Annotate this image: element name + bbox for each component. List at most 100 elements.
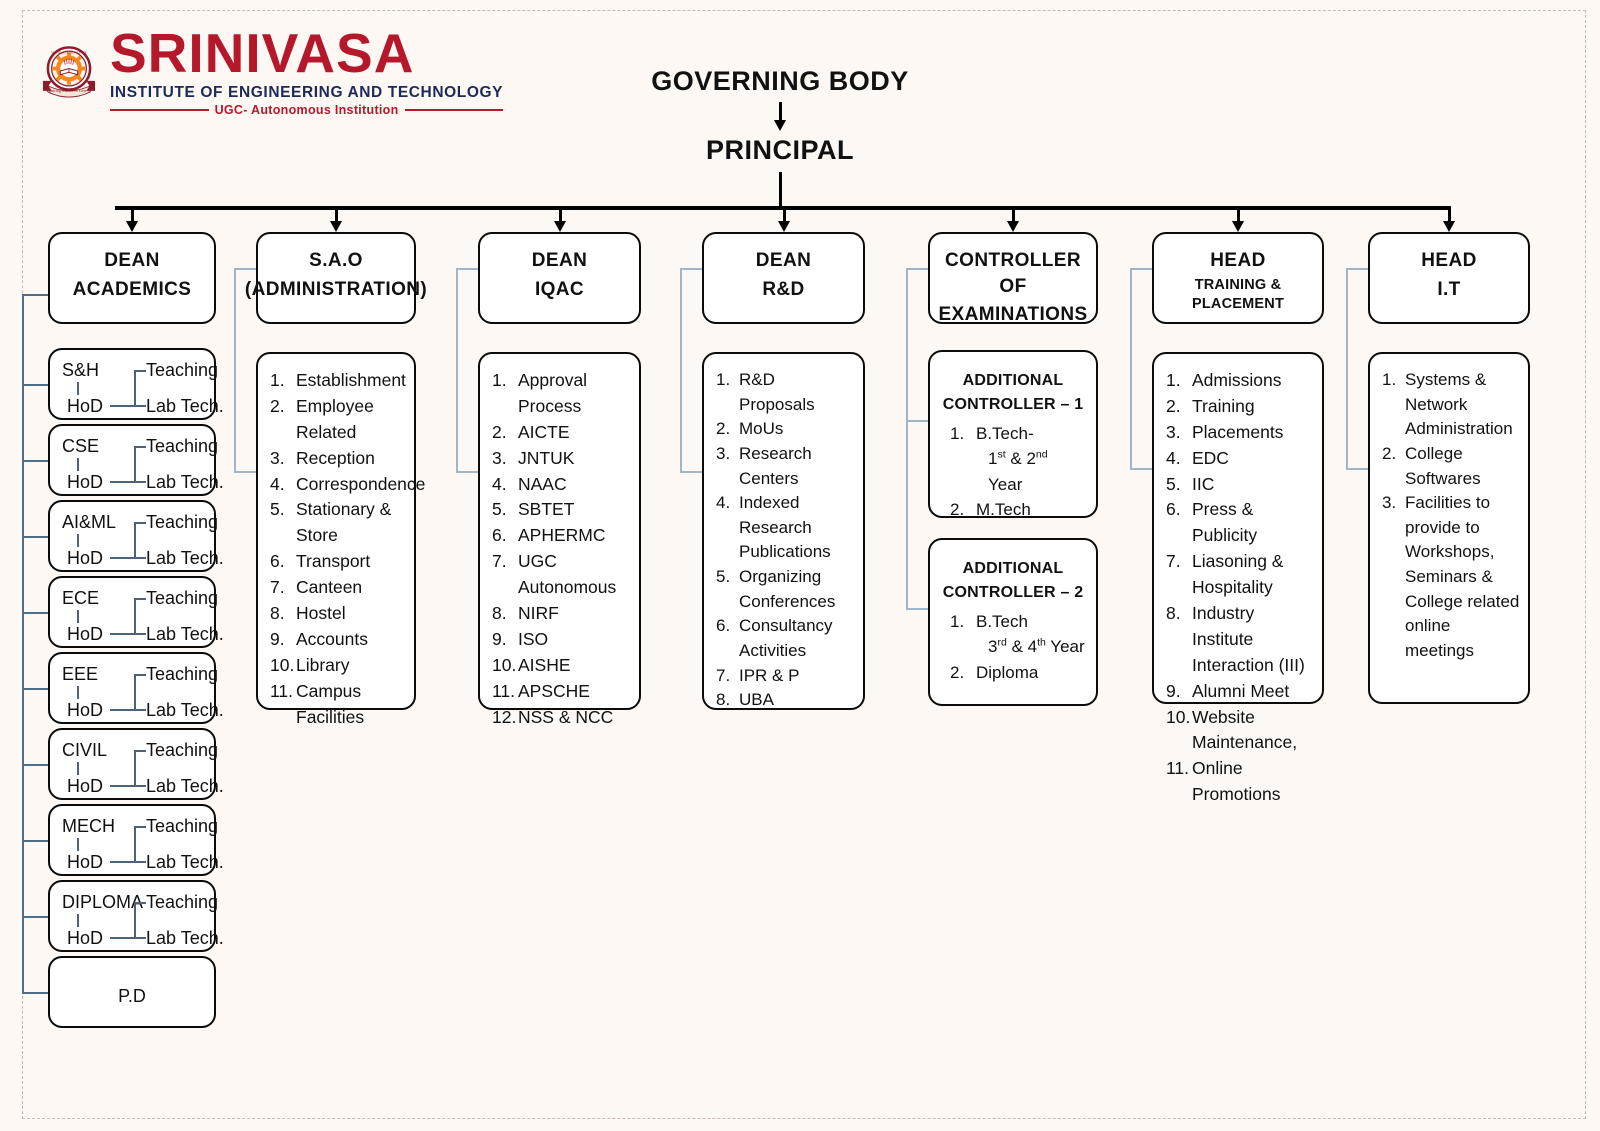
dean-academics-branch-5 xyxy=(22,764,48,766)
list-item-number: 7. xyxy=(1166,551,1181,572)
list-item-number: 8. xyxy=(716,690,731,710)
list-item-label: UBA xyxy=(739,690,774,710)
connector-principal-bus xyxy=(779,172,782,209)
department-lab-7: Lab Tech. xyxy=(146,928,224,948)
dept-line-branch-v-0 xyxy=(134,370,136,406)
dept-line-hod-h-3 xyxy=(110,633,142,635)
list-item-label: M.Tech xyxy=(976,499,1031,519)
department-box-pd[interactable]: P.D xyxy=(48,956,216,1028)
department-hod-5: HoD xyxy=(67,776,104,796)
list-item-number: 6. xyxy=(1166,499,1181,520)
dept-line-hod-h-5 xyxy=(110,785,142,787)
bus-drop-2 xyxy=(558,206,562,224)
list-item-number: 1. xyxy=(950,424,965,444)
ordinal-suffix: st xyxy=(997,448,1006,461)
controller-item-row: 1. B.Tech xyxy=(940,609,1086,634)
list-item: 6.Consultancy Activities xyxy=(716,614,855,663)
department-teaching-7: Teaching xyxy=(146,892,219,912)
list-item-number: 1. xyxy=(950,612,965,632)
list-item-label: B.Tech xyxy=(976,612,1028,632)
list-item: 11.APSCHE xyxy=(492,679,631,705)
list-item-label: Consultancy Activities xyxy=(739,616,833,661)
dept-line-hod-h-7 xyxy=(110,937,142,939)
department-hod-4: HoD xyxy=(67,700,104,720)
principal-title: PRINCIPAL xyxy=(705,135,854,165)
list-item-label: Campus Facilities xyxy=(296,680,365,727)
dept-line-branch-v-3 xyxy=(134,598,136,634)
list-item-number: 5. xyxy=(716,567,731,587)
list-item: 1.R&D Proposals xyxy=(716,368,855,417)
department-name-5: CIVIL xyxy=(62,740,108,760)
bus-drop-6 xyxy=(1448,206,1451,224)
controller-title2-1: CONTROLLER – 1 xyxy=(942,395,1084,413)
list-item: 2.MoUs xyxy=(716,417,855,442)
list-item-label: Transport xyxy=(296,551,371,572)
list-item: 4.EDC xyxy=(1166,446,1314,472)
list-item-number: 11. xyxy=(270,680,294,701)
header-line1-dean-rnd: DEAN xyxy=(755,250,812,271)
list-item: 5.IIC xyxy=(1166,472,1314,498)
list-item-number: 5. xyxy=(1166,473,1181,494)
list-item-label: MoUs xyxy=(739,419,784,439)
elbow-branch-head-tnp xyxy=(1130,468,1152,470)
brand-rule-left xyxy=(110,108,209,111)
list-item-number: 4. xyxy=(1166,447,1181,468)
college-crest-icon: Igniting Minds of Gen-X SRINIVASA INSTIT… xyxy=(38,40,100,102)
dept-line-lab-2 xyxy=(134,557,146,559)
elbow-spine-head-it xyxy=(1346,268,1348,468)
list-item-number: 6. xyxy=(492,525,507,546)
header-line1-controller-exams: CONTROLLER OF xyxy=(945,250,1081,297)
bus-drop-arrow-2 xyxy=(553,221,566,232)
list-item-number: 4. xyxy=(492,473,507,494)
list-item: 3.Research Centers xyxy=(716,442,855,491)
bus-drop-arrow-3 xyxy=(777,221,790,232)
department-lab-0: Lab Tech. xyxy=(146,396,224,416)
dept-line-teach-0 xyxy=(134,370,146,372)
controller-item-row: 2.Diploma xyxy=(940,660,1086,685)
list-item-label: APHERMC xyxy=(518,525,606,546)
elbow-spine-head-tnp xyxy=(1130,268,1132,468)
list-item-label: Liasoning & Hospitality xyxy=(1192,551,1284,598)
list-item-number: 2. xyxy=(950,499,965,519)
list-item-number: 5. xyxy=(492,499,507,520)
header-box-sao[interactable]: S.A.O(ADMINISTRATION) xyxy=(245,232,427,324)
list-item: 10.Website Maintenance, xyxy=(1166,705,1314,757)
dean-academics-branch-7 xyxy=(22,916,48,918)
list-item-number: 7. xyxy=(716,665,731,685)
controller-item-subline: 3rd & 4th Year xyxy=(988,636,1085,657)
department-teaching-5: Teaching xyxy=(146,740,219,760)
list-item-label: Placements xyxy=(1192,421,1284,442)
bus-bar xyxy=(115,206,1449,210)
list-item-number: 11. xyxy=(1166,758,1190,779)
controller-title1-1: ADDITIONAL xyxy=(962,372,1064,389)
list-item-number: 9. xyxy=(492,628,507,649)
dept-line-lab-1 xyxy=(134,481,146,483)
controller-item-subline: 1st & 2nd Year xyxy=(988,448,1048,494)
list-item-label: Organizing Conferences xyxy=(739,567,836,611)
